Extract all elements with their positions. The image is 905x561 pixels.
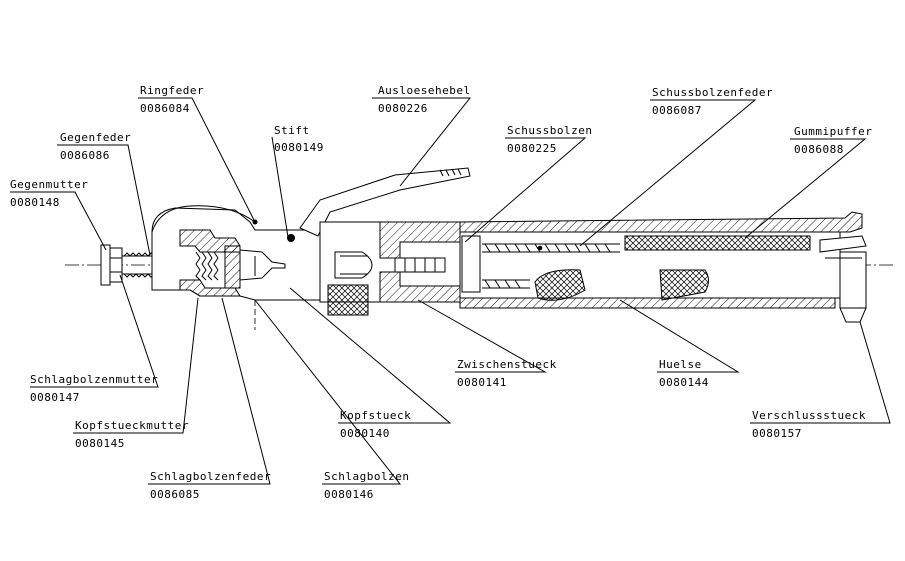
part-number: 0080146 bbox=[324, 488, 374, 501]
part-name: Gummipuffer bbox=[794, 125, 872, 138]
part-label-stift: Stift 0080149 bbox=[274, 124, 324, 154]
part-number: 0080140 bbox=[340, 427, 390, 440]
part-number: 0080141 bbox=[457, 376, 507, 389]
part-name: Huelse bbox=[659, 358, 702, 371]
part-label-verschlussstueck: Verschlussstueck 0080157 bbox=[752, 409, 866, 440]
part-label-kopfstueck: Kopfstueck 0080140 bbox=[340, 409, 411, 440]
part-number: 0086084 bbox=[140, 102, 190, 115]
leader-lines bbox=[10, 97, 891, 485]
part-label-huelse: Huelse 0080144 bbox=[659, 358, 709, 389]
kopfstueck-part bbox=[151, 207, 331, 301]
part-name: Verschlussstueck bbox=[752, 409, 866, 422]
part-label-schussbolzen: Schussbolzen 0080225 bbox=[507, 124, 592, 155]
part-name: Kopfstueck bbox=[340, 409, 411, 422]
part-label-kopfstueckmutter: Kopfstueckmutter 0080145 bbox=[75, 419, 189, 450]
part-label-ausloesehebel: Ausloesehebel 0080226 bbox=[378, 84, 471, 115]
part-number: 0080157 bbox=[752, 427, 802, 440]
part-name: Schlagbolzenmutter bbox=[30, 373, 158, 386]
huelse-part bbox=[459, 211, 867, 323]
part-name: Gegenfeder bbox=[60, 131, 131, 144]
part-label-ringfeder: Ringfeder 0086084 bbox=[140, 84, 204, 115]
part-name: Gegenmutter bbox=[10, 178, 88, 191]
part-number: 0086087 bbox=[652, 104, 702, 117]
zwischenstueck-part bbox=[319, 221, 461, 316]
part-label-schussbolzenfeder: Schussbolzenfeder 0086087 bbox=[652, 86, 773, 117]
part-name: Stift bbox=[274, 124, 310, 137]
part-number: 0080226 bbox=[378, 102, 428, 115]
part-number: 0080145 bbox=[75, 437, 125, 450]
part-name: Ausloesehebel bbox=[378, 84, 471, 97]
gegenmutter-part bbox=[100, 244, 123, 286]
part-number: 0086085 bbox=[150, 488, 200, 501]
part-name: Schlagbolzenfeder bbox=[150, 470, 271, 483]
part-label-schlagbolzenmutter: Schlagbolzenmutter 0080147 bbox=[30, 373, 158, 404]
part-label-schlagbolzenfeder: Schlagbolzenfeder 0086085 bbox=[150, 470, 271, 501]
part-number: 0086086 bbox=[60, 149, 110, 162]
part-number: 0080147 bbox=[30, 391, 80, 404]
part-label-schlagbolzen: Schlagbolzen 0080146 bbox=[324, 470, 409, 501]
part-number: 0086088 bbox=[794, 143, 844, 156]
part-name: Ringfeder bbox=[140, 84, 204, 97]
part-number: 0080225 bbox=[507, 142, 557, 155]
part-label-gegenfeder: Gegenfeder 0086086 bbox=[60, 131, 131, 162]
part-number: 0080148 bbox=[10, 196, 60, 209]
part-number: 0080149 bbox=[274, 141, 324, 154]
part-name: Kopfstueckmutter bbox=[75, 419, 189, 432]
part-label-gegenmutter: Gegenmutter 0080148 bbox=[10, 178, 88, 209]
part-name: Schussbolzenfeder bbox=[652, 86, 773, 99]
part-name: Schussbolzen bbox=[507, 124, 592, 137]
part-label-gummipuffer: Gummipuffer 0086088 bbox=[794, 125, 872, 156]
part-name: Zwischenstueck bbox=[457, 358, 557, 371]
part-number: 0080144 bbox=[659, 376, 709, 389]
part-name: Schlagbolzen bbox=[324, 470, 409, 483]
part-label-zwischenstueck: Zwischenstueck 0080141 bbox=[457, 358, 557, 389]
